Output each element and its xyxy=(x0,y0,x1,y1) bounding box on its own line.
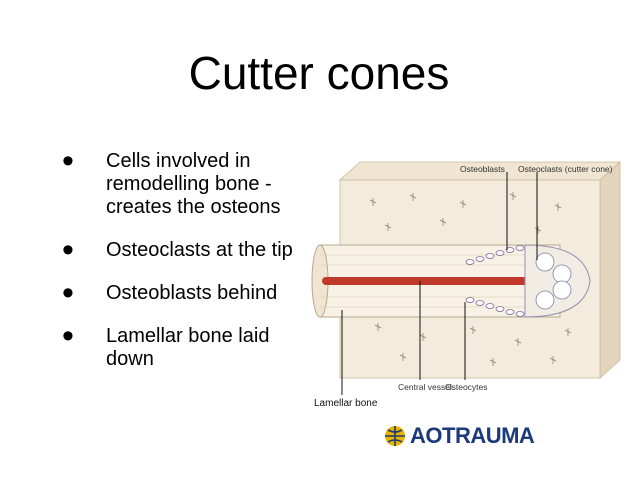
bone-side-face xyxy=(599,161,621,379)
bullet-list: • Cells involved in remodelling bone - c… xyxy=(62,144,302,391)
bullet-text: Osteoblasts behind xyxy=(106,282,278,304)
bullet-text: Lamellar bone laid down xyxy=(106,325,270,370)
bullet-text: Osteoclasts at the tip xyxy=(106,239,293,261)
osteocyte-speckles xyxy=(369,192,572,366)
bullet-dot: • xyxy=(62,317,74,355)
bullet-dot: • xyxy=(62,231,74,269)
logo-text: AOTRAUMA xyxy=(410,423,535,448)
bullet-item: • Cells involved in remodelling bone - c… xyxy=(62,144,302,219)
pointer-lines xyxy=(341,172,538,395)
bullet-item: • Osteoblasts behind xyxy=(62,276,302,310)
slide-title: Cutter cones xyxy=(188,47,450,99)
bullet-item: • Lamellar bone laid down xyxy=(62,319,302,371)
globe-icon xyxy=(385,426,405,446)
cutter-cone-illustration xyxy=(311,161,622,395)
osteon-lamellae xyxy=(320,254,560,308)
osteoclast-cells xyxy=(535,252,572,310)
cutter-cone-diagram: Osteoblasts Osteoclasts (cutter cone) Ce… xyxy=(300,150,638,430)
label-central-vessel: Central vessel xyxy=(398,382,452,392)
bullet-dot: • xyxy=(62,142,74,180)
aotrauma-logo: AOTRAUMA xyxy=(384,423,535,449)
central-vessel-shape xyxy=(322,277,542,285)
label-lamellar-bone: Lamellar bone xyxy=(314,398,378,409)
bullet-text: Cells involved in remodelling bone - cre… xyxy=(106,150,281,218)
bullet-item: • Osteoclasts at the tip xyxy=(62,233,302,267)
label-osteocytes: Osteocytes xyxy=(445,382,488,392)
bullet-dot: • xyxy=(62,274,74,312)
label-osteoclasts: Osteoclasts (cutter cone) xyxy=(518,164,613,174)
osteoblast-chain xyxy=(465,245,525,317)
label-osteoblasts: Osteoblasts xyxy=(460,164,505,174)
